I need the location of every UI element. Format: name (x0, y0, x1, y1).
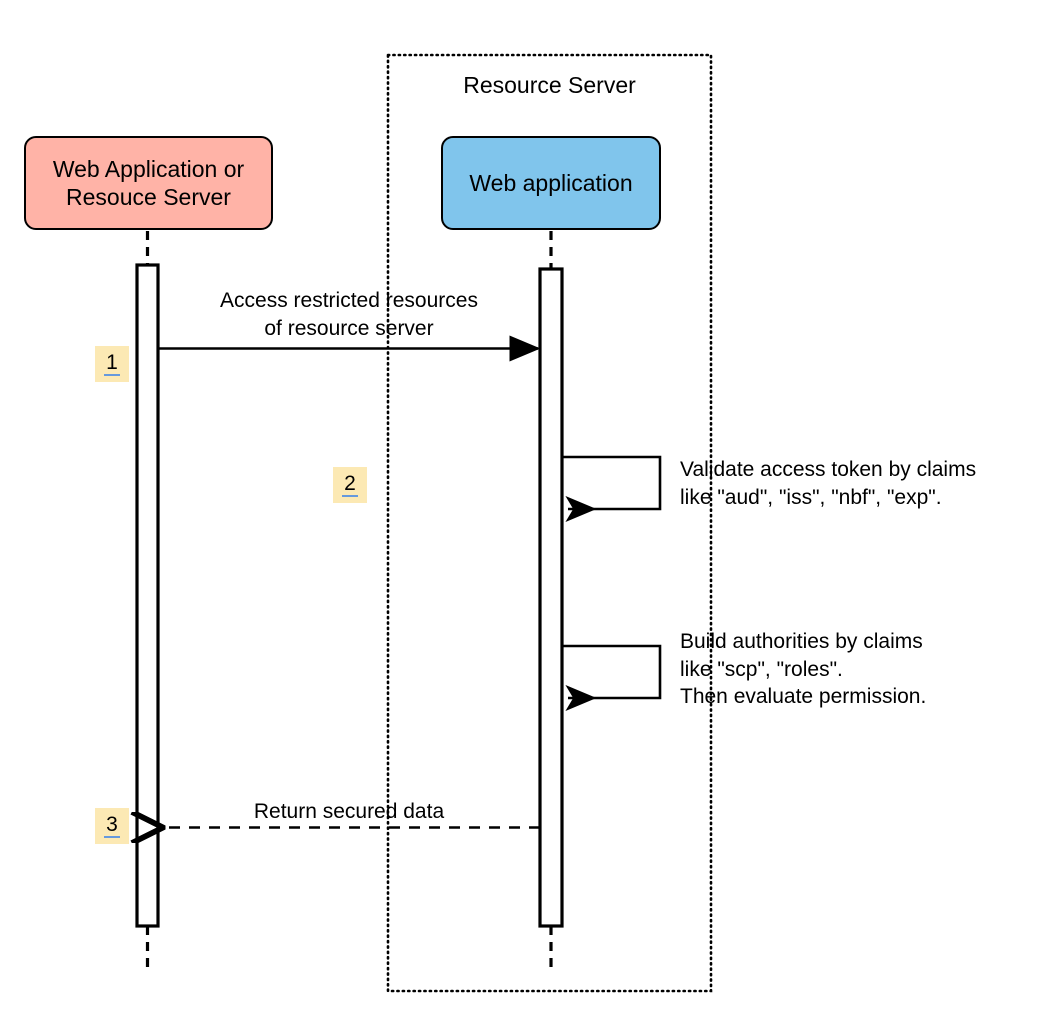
step-badge-1-number: 1 (104, 351, 120, 376)
step-badge-1[interactable]: 1 (95, 346, 129, 382)
step-badge-2[interactable]: 2 (333, 467, 367, 503)
step-badge-3-number: 3 (104, 813, 120, 838)
participant-client-label: Web Application or Resouce Server (52, 155, 245, 210)
participant-web-application[interactable]: Web application (441, 136, 661, 230)
resource-server-frame-title: Resource Server (463, 72, 636, 98)
message-label-return-secured-data: Return secured data (253, 800, 445, 823)
participant-web-application-or-resource-server[interactable]: Web Application or Resouce Server (24, 136, 273, 230)
step-badge-2-number: 2 (342, 472, 358, 497)
message-label-access-restricted-resources: Access restricted resources of resource … (220, 289, 478, 340)
participant-server-label: Web application (469, 169, 633, 196)
self-message-arrow-2 (563, 455, 662, 522)
resource-server-frame (386, 53, 713, 993)
activation-bar-server (538, 267, 564, 928)
self-message-arrow-3 (563, 644, 662, 711)
activation-bar-client (135, 263, 160, 928)
message-label-validate-access-token: Validate access token by claims like "au… (680, 458, 977, 509)
step-badge-3[interactable]: 3 (95, 808, 129, 844)
message-label-build-authorities: Build authorities by claims like "scp", … (680, 630, 927, 709)
